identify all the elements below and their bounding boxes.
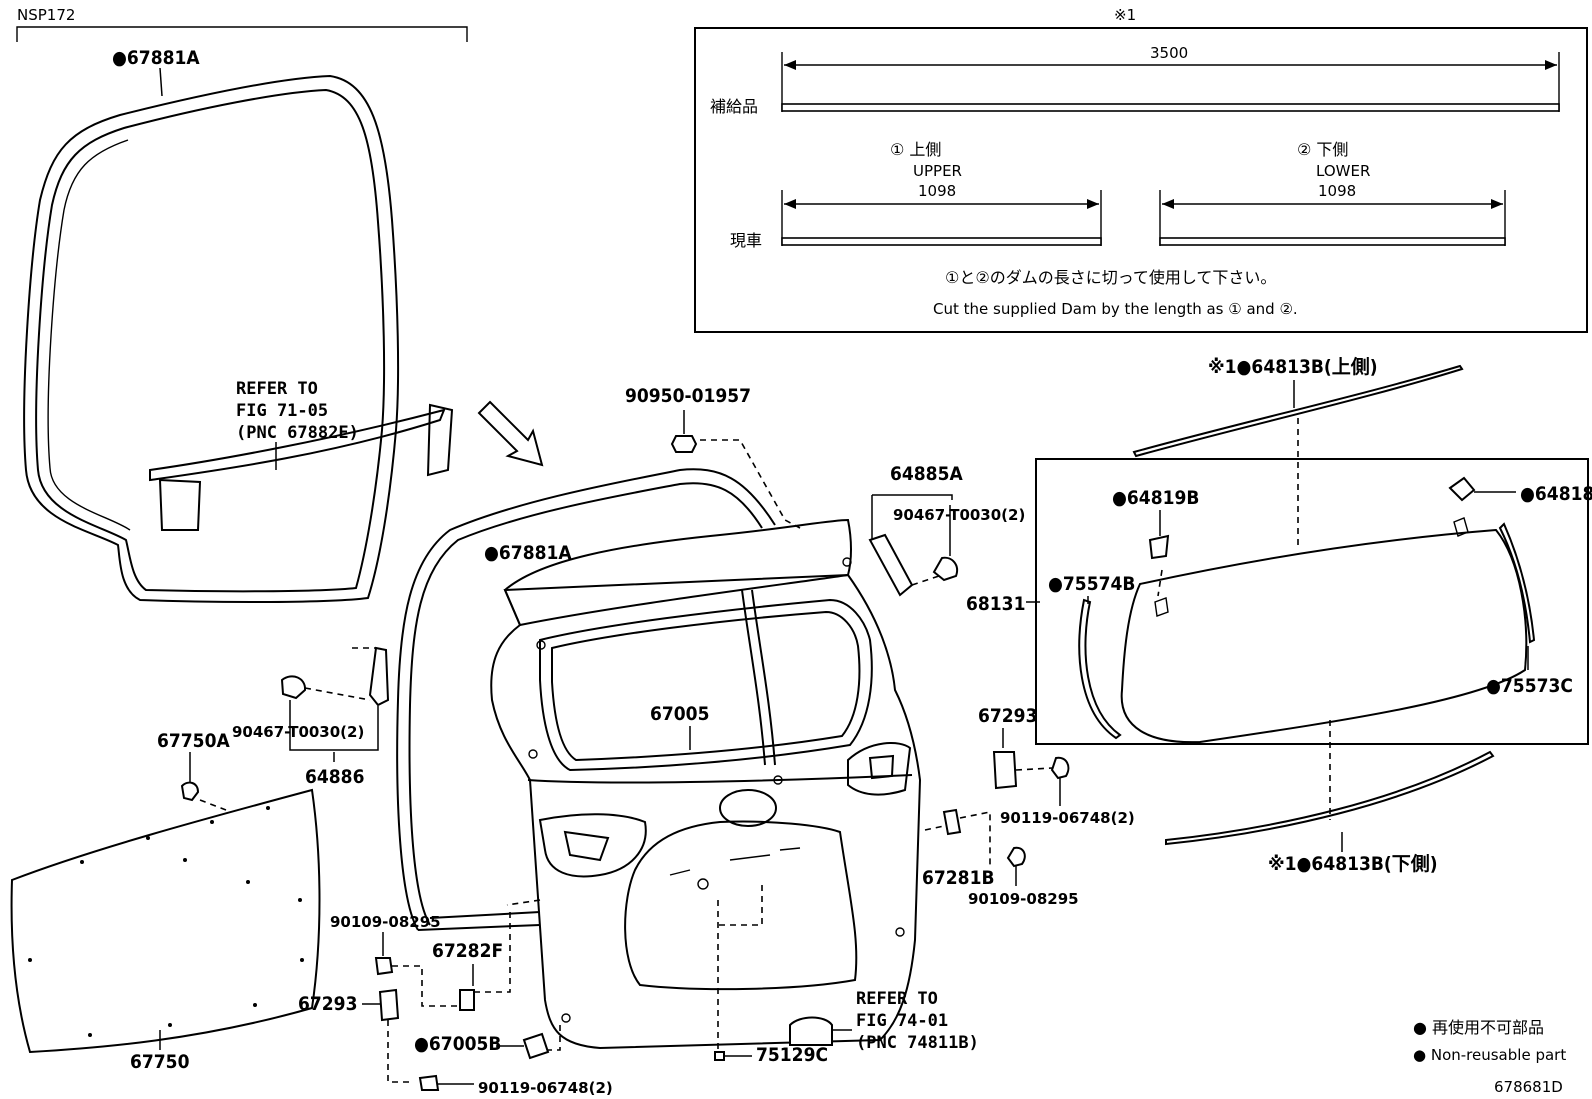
label-75574B: ●75574B <box>1048 573 1135 595</box>
supplied-label: 補給品 <box>710 97 758 116</box>
part-64885A: 64885A 90467-T0030(2) <box>868 463 1025 597</box>
label-90109-right: 90109-08295 <box>968 890 1079 908</box>
label-67881A-top: ●67881A <box>112 47 200 69</box>
part-90950-01957: 90950-01957 <box>625 385 801 529</box>
label-67005: 67005 <box>650 703 709 725</box>
lower-en: LOWER <box>1316 162 1370 180</box>
label-75573C: ●75573C <box>1486 675 1573 697</box>
label-64886: 64886 <box>305 766 364 788</box>
vehicle-label: 現車 <box>730 231 762 250</box>
label-67282F: 67282F <box>432 940 503 962</box>
label-67750A: 67750A <box>157 730 230 752</box>
back-window-group: ※1●64813B(上側) ●64819B ●64818C ●75573C ●7… <box>966 356 1592 875</box>
label-90119-bottom: 90119-06748(2) <box>478 1079 613 1097</box>
label-67881A-door: ●67881A <box>484 542 572 564</box>
upper-en: UPPER <box>913 162 962 180</box>
total-length: 3500 <box>1150 44 1188 62</box>
model-bracket: NSP172 <box>16 6 468 42</box>
box-note-mark: ※1 <box>1114 6 1136 24</box>
back-door-panel-67005: 67005 ●67881A 75129C REFER TO FIG 74-01 … <box>396 468 979 1066</box>
label-64819B: ●64819B <box>1112 487 1199 509</box>
body-weatherstrip-67881A: ●67881A REFER TO FIG 71-05 (PNC 67882E) <box>23 47 454 604</box>
label-67293-left: 67293 <box>298 993 357 1015</box>
ref2-line3: (PNC 74811B) <box>856 1033 979 1053</box>
instruction-ja: ①と②のダムの長さに切って使用して下さい。 <box>945 268 1276 287</box>
label-90467-left: 90467-T0030(2) <box>232 723 364 741</box>
ref2-line2: FIG 74-01 <box>856 1011 948 1031</box>
ref1-line2: FIG 71-05 <box>236 401 328 421</box>
label-75129C: 75129C <box>756 1044 828 1066</box>
legend: ● 再使用不可部品 ● Non-reusable part <box>1413 1018 1566 1064</box>
figure-id: 678681D <box>1494 1078 1563 1096</box>
ref1-line3: (PNC 67882E) <box>236 423 359 443</box>
lower-length: 1098 <box>1318 182 1356 200</box>
label-67750: 67750 <box>130 1051 190 1073</box>
lock-group-left: 90109-08295 67282F 67293 ●67005B 90119-0… <box>298 908 613 1097</box>
label-68131: 68131 <box>966 593 1025 615</box>
ref1-line1: REFER TO <box>236 379 318 399</box>
label-90119-right: 90119-06748(2) <box>1000 809 1135 827</box>
lock-group-right: 67293 90119-06748(2) 67281B 90109-08295 <box>922 705 1135 908</box>
label-90950: 90950-01957 <box>625 385 751 407</box>
label-64813B-upper: ※1●64813B(上側) <box>1208 356 1378 378</box>
upper-ja: ① 上側 <box>890 140 941 159</box>
supply-dam-box: ※1 3500 補給品 ① 上側 UPPER 1098 ② 下側 LOWER 1… <box>694 6 1588 333</box>
legend-en: ● Non-reusable part <box>1413 1046 1566 1064</box>
label-64818C: ●64818C <box>1520 483 1592 505</box>
part-64886: 90467-T0030(2) 64886 <box>232 646 390 788</box>
direction-arrow <box>477 400 544 467</box>
lower-ja: ② 下側 <box>1297 140 1348 159</box>
label-90467-right: 90467-T0030(2) <box>893 506 1025 524</box>
model-code: NSP172 <box>17 6 75 24</box>
label-64813B-lower: ※1●64813B(下側) <box>1268 853 1438 875</box>
instruction-en: Cut the supplied Dam by the length as ① … <box>933 300 1298 318</box>
label-64885A: 64885A <box>890 463 963 485</box>
upper-length: 1098 <box>918 182 956 200</box>
ref2-line1: REFER TO <box>856 989 938 1009</box>
label-67293-right: 67293 <box>978 705 1037 727</box>
legend-ja: ● 再使用不可部品 <box>1413 1018 1544 1037</box>
label-90109-left: 90109-08295 <box>330 913 441 931</box>
label-67005B: ●67005B <box>414 1033 501 1055</box>
label-67281B: 67281B <box>922 867 995 889</box>
part-67750-trim: 67750A 67750 <box>10 730 321 1073</box>
